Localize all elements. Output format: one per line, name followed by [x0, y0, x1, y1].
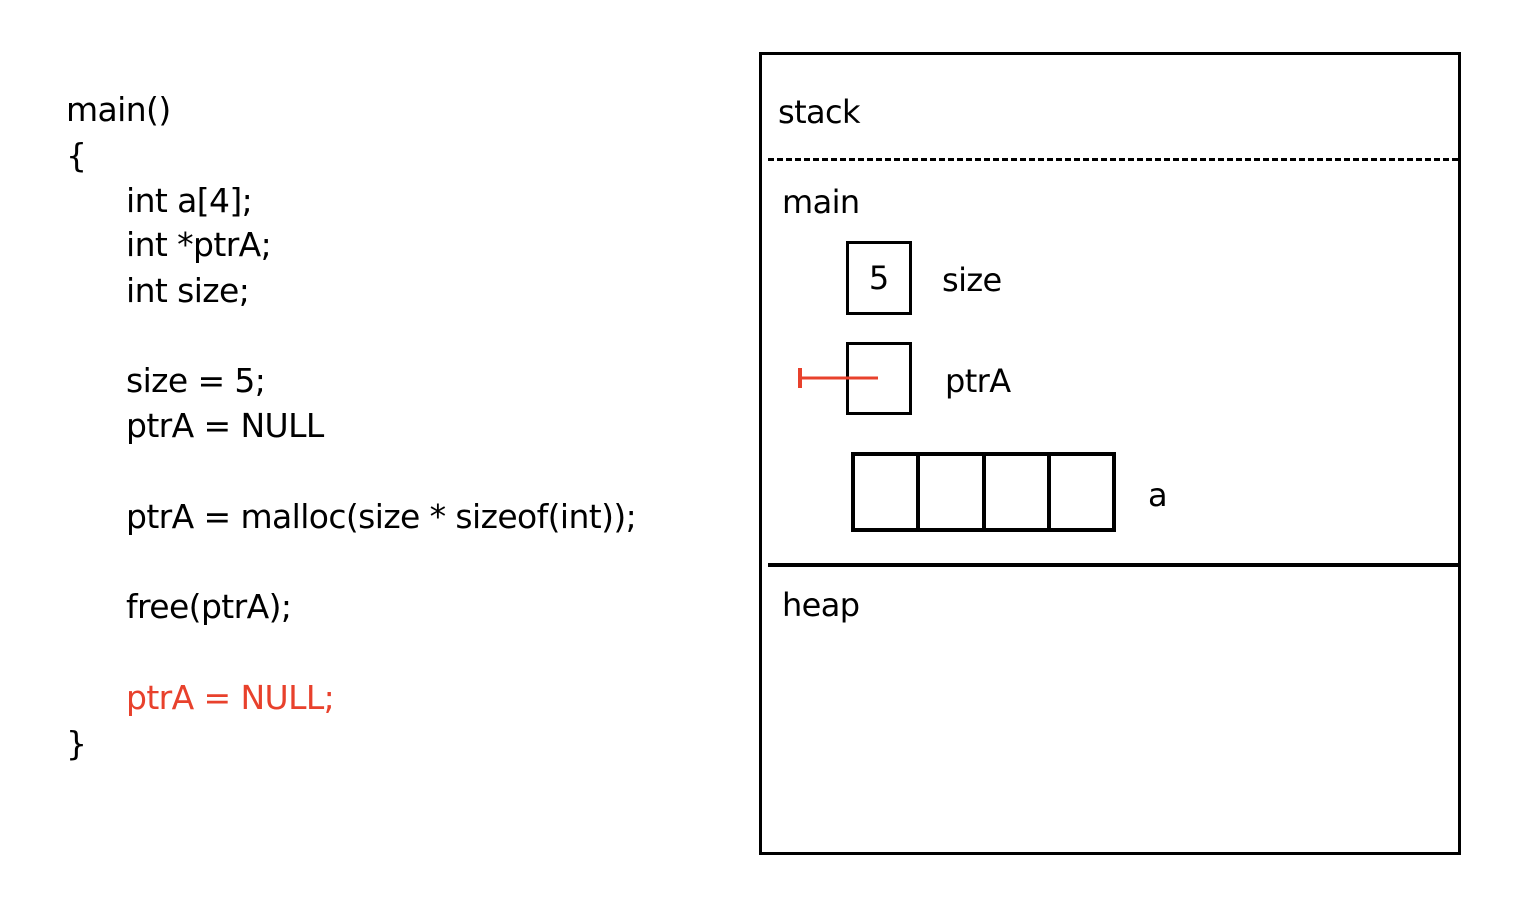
stack-dashed-divider [768, 158, 1458, 161]
code-line-open-brace: { [66, 136, 87, 175]
array-a-label: a [1148, 476, 1168, 514]
code-line-close-brace: } [66, 724, 87, 763]
stack-label: stack [778, 93, 861, 131]
code-line-decl-a: int a[4]; [126, 181, 253, 220]
array-a-cell [855, 456, 921, 528]
memory-diagram: stack main 5 size ptrA a heap [759, 52, 1461, 855]
null-pointer-icon [798, 368, 878, 388]
size-cell: 5 [846, 241, 912, 315]
size-value: 5 [868, 259, 890, 297]
code-line-free: free(ptrA); [126, 587, 292, 626]
main-frame-label: main [782, 183, 860, 221]
stack-heap-divider [768, 563, 1458, 567]
code-line-decl-size: int size; [126, 271, 250, 310]
array-a-cell [986, 456, 1051, 528]
array-a-cell [920, 456, 986, 528]
code-line-reset-null: ptrA = NULL; [126, 678, 335, 717]
code-line-main: main() [66, 90, 171, 129]
array-a-cell [1051, 456, 1112, 528]
code-line-assign-size: size = 5; [126, 361, 266, 400]
code-line-assign-null: ptrA = NULL [126, 406, 324, 445]
size-label: size [942, 261, 1002, 299]
code-line-decl-ptra: int *ptrA; [126, 225, 272, 264]
heap-label: heap [782, 586, 860, 624]
ptra-label: ptrA [945, 362, 1011, 400]
code-line-malloc: ptrA = malloc(size * sizeof(int)); [126, 497, 637, 536]
array-a [851, 452, 1116, 532]
